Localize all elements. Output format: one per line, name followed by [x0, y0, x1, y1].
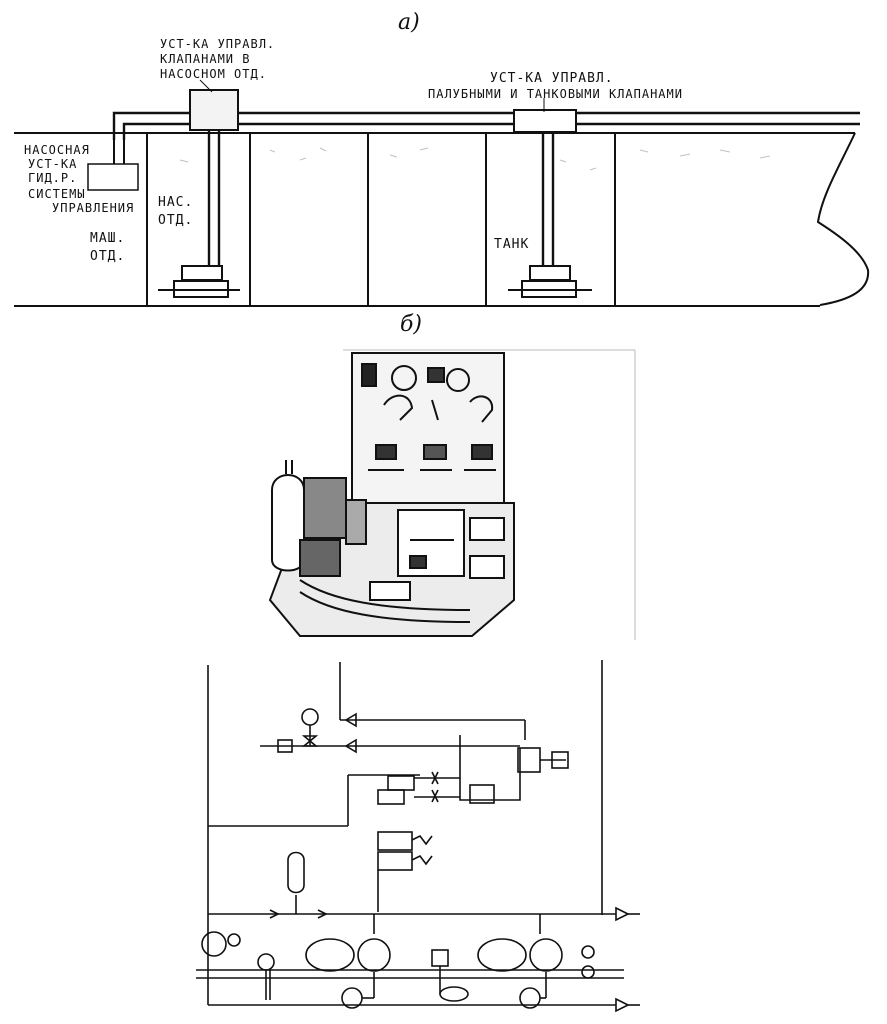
gauge-right	[446, 368, 470, 392]
main-pipe-lower	[122, 122, 860, 140]
label-control-pump-room-3: НАСОСНОМ ОТД.	[160, 67, 267, 81]
label-control-pump-room-1: УСТ-КА УПРАВЛ.	[160, 37, 276, 51]
label-pump-unit-2: УСТ-КА	[28, 157, 78, 171]
accumulator	[271, 474, 305, 572]
label-pump-unit-1: НАСОСНАЯ	[24, 143, 90, 157]
label-pump-unit-3: ГИД.Р.	[28, 171, 78, 185]
pump-2	[529, 938, 563, 972]
label-pump-unit-4: СИСТЕМЫ	[28, 187, 86, 201]
motor-1	[305, 938, 355, 972]
label-control-pump-room-2: КЛАПАНАМИ В	[160, 52, 251, 66]
actuator-cylinder	[517, 747, 541, 773]
bow-outline	[816, 132, 870, 306]
part-a-label: а)	[398, 10, 420, 35]
base-cabinet	[268, 502, 515, 637]
electric-box	[397, 509, 465, 577]
label-pump-room-2: ОТД.	[158, 213, 194, 228]
part-b-label: б)	[400, 312, 423, 337]
label-pump-room-1: НАС.	[158, 195, 194, 210]
main-pipe-upper	[112, 111, 860, 140]
schematic-accumulator	[287, 851, 305, 894]
schematic-gauge	[301, 708, 319, 726]
label-engine-room-2: ОТД.	[90, 249, 126, 264]
label-control-deck-tank-2: ПАЛУБНЫМИ И ТАНКОВЫМИ КЛАПАНАМИ	[428, 87, 683, 101]
motor-2	[477, 938, 527, 972]
pump-1	[357, 938, 391, 972]
label-tank: ТАНК	[494, 237, 530, 252]
ship-schematic	[14, 79, 870, 307]
control-panel	[351, 352, 505, 504]
gauge-left	[391, 365, 417, 391]
pump-room-control-box	[189, 89, 239, 131]
pump-unit-box	[87, 163, 139, 191]
label-pump-unit-5: УПРАВЛЕНИЯ	[52, 201, 135, 215]
label-engine-room-1: МАШ.	[90, 231, 126, 246]
deck-tank-control-box	[513, 109, 577, 133]
label-control-deck-tank-1: УСТ-КА УПРАВЛ.	[490, 71, 614, 86]
